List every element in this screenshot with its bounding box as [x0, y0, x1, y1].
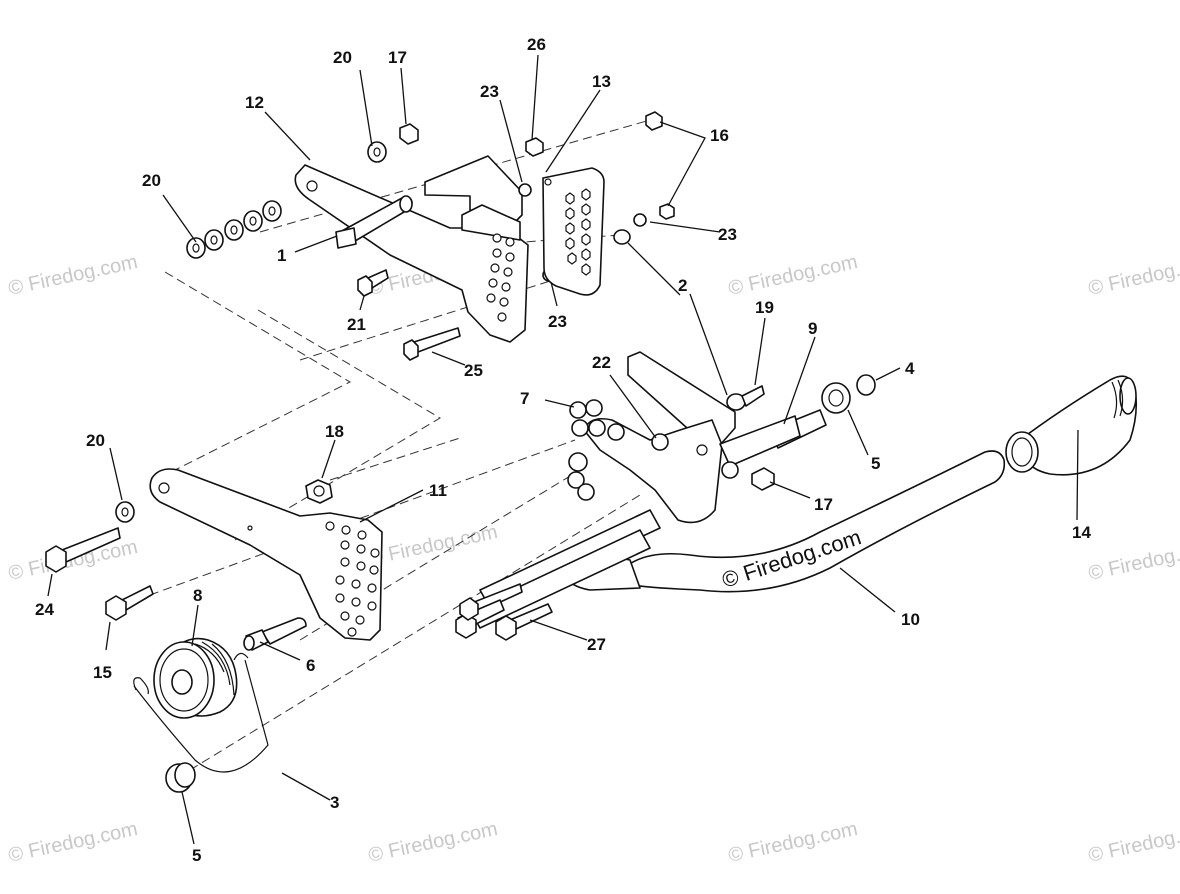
pin-1: [335, 195, 413, 249]
callout-13: 13: [592, 72, 611, 91]
callout-16: 16: [710, 126, 729, 145]
callout-23: 23: [480, 82, 499, 101]
callout-5: 5: [871, 454, 880, 473]
callout-5: 5: [192, 846, 201, 865]
callout-23: 23: [718, 225, 737, 244]
clip-4: [856, 374, 876, 396]
watermark: © Firedog.com: [1086, 818, 1180, 867]
lanyard-3: [133, 652, 269, 773]
watermark: © Firedog.com: [1086, 251, 1180, 300]
knob-8: [153, 637, 238, 719]
shaft-9: [719, 385, 827, 467]
washer-20-lower: [115, 501, 135, 523]
callout-25: 25: [464, 361, 483, 380]
plate-13: [542, 167, 605, 296]
callout-1: 1: [277, 246, 286, 265]
arm-22: [583, 351, 736, 524]
callout-6: 6: [306, 656, 315, 675]
watermark: © Firedog.com: [6, 818, 139, 867]
watermark: © Firedog.com: [366, 521, 499, 570]
nut-17-lower: [721, 461, 775, 491]
callout-23: 23: [548, 312, 567, 331]
nut-18: [305, 479, 333, 504]
watermark: © Firedog.com: [366, 818, 499, 867]
lower-bracket-11: [149, 468, 383, 641]
watermark: © Firedog.com: [6, 251, 139, 300]
callout-10: 10: [901, 610, 920, 629]
callout-20: 20: [142, 171, 161, 190]
bolt-21: [357, 269, 389, 297]
bracket-11-holes: [325, 521, 380, 637]
watermark: © Firedog.com: [1086, 536, 1180, 585]
handle-tube-10: [469, 450, 1006, 629]
callout-26: 26: [527, 35, 546, 54]
callout-12: 12: [245, 93, 264, 112]
watermark: © Firedog.com: [6, 536, 139, 585]
bushing-5-upper: [821, 382, 851, 414]
callout-3: 3: [330, 793, 339, 812]
watermark: © Firedog.com: [726, 251, 859, 300]
watermark: © Firedog.com: [726, 818, 859, 867]
callout-8: 8: [193, 586, 202, 605]
callout-labels: 20 17 26 13 12 23 16 20 1 23 2 21 23 25 …: [35, 35, 1091, 865]
bracket-12-holes: [486, 233, 515, 322]
callout-27: 27: [587, 635, 606, 654]
leader-lines: [47, 54, 1079, 845]
upper-bracket-12: [294, 155, 529, 343]
callout-20: 20: [86, 431, 105, 450]
callout-19: 19: [755, 298, 774, 317]
callout-11: 11: [429, 481, 447, 500]
callout-14: 14: [1072, 523, 1091, 542]
callout-17: 17: [388, 48, 407, 67]
callout-22: 22: [592, 353, 611, 372]
callout-20: 20: [333, 48, 352, 67]
bolt-24: [45, 527, 121, 573]
callout-21: 21: [347, 315, 366, 334]
bolt-25: [403, 327, 461, 361]
washer-stack-20: [186, 141, 387, 259]
callout-18: 18: [325, 422, 344, 441]
callout-4: 4: [905, 359, 915, 378]
cap-5-lower: [165, 762, 196, 793]
pin-6: [243, 617, 307, 651]
grip-14: [1005, 375, 1138, 476]
callout-24: 24: [35, 600, 54, 619]
callout-2: 2: [678, 276, 687, 295]
callout-17: 17: [814, 495, 833, 514]
nuts-7: [567, 399, 669, 501]
bolt-15: [105, 585, 154, 621]
plate-13-holes: [565, 188, 591, 276]
callout-9: 9: [808, 319, 817, 338]
callout-7: 7: [520, 389, 529, 408]
bolts-27: [455, 583, 553, 641]
callout-15: 15: [93, 663, 112, 682]
